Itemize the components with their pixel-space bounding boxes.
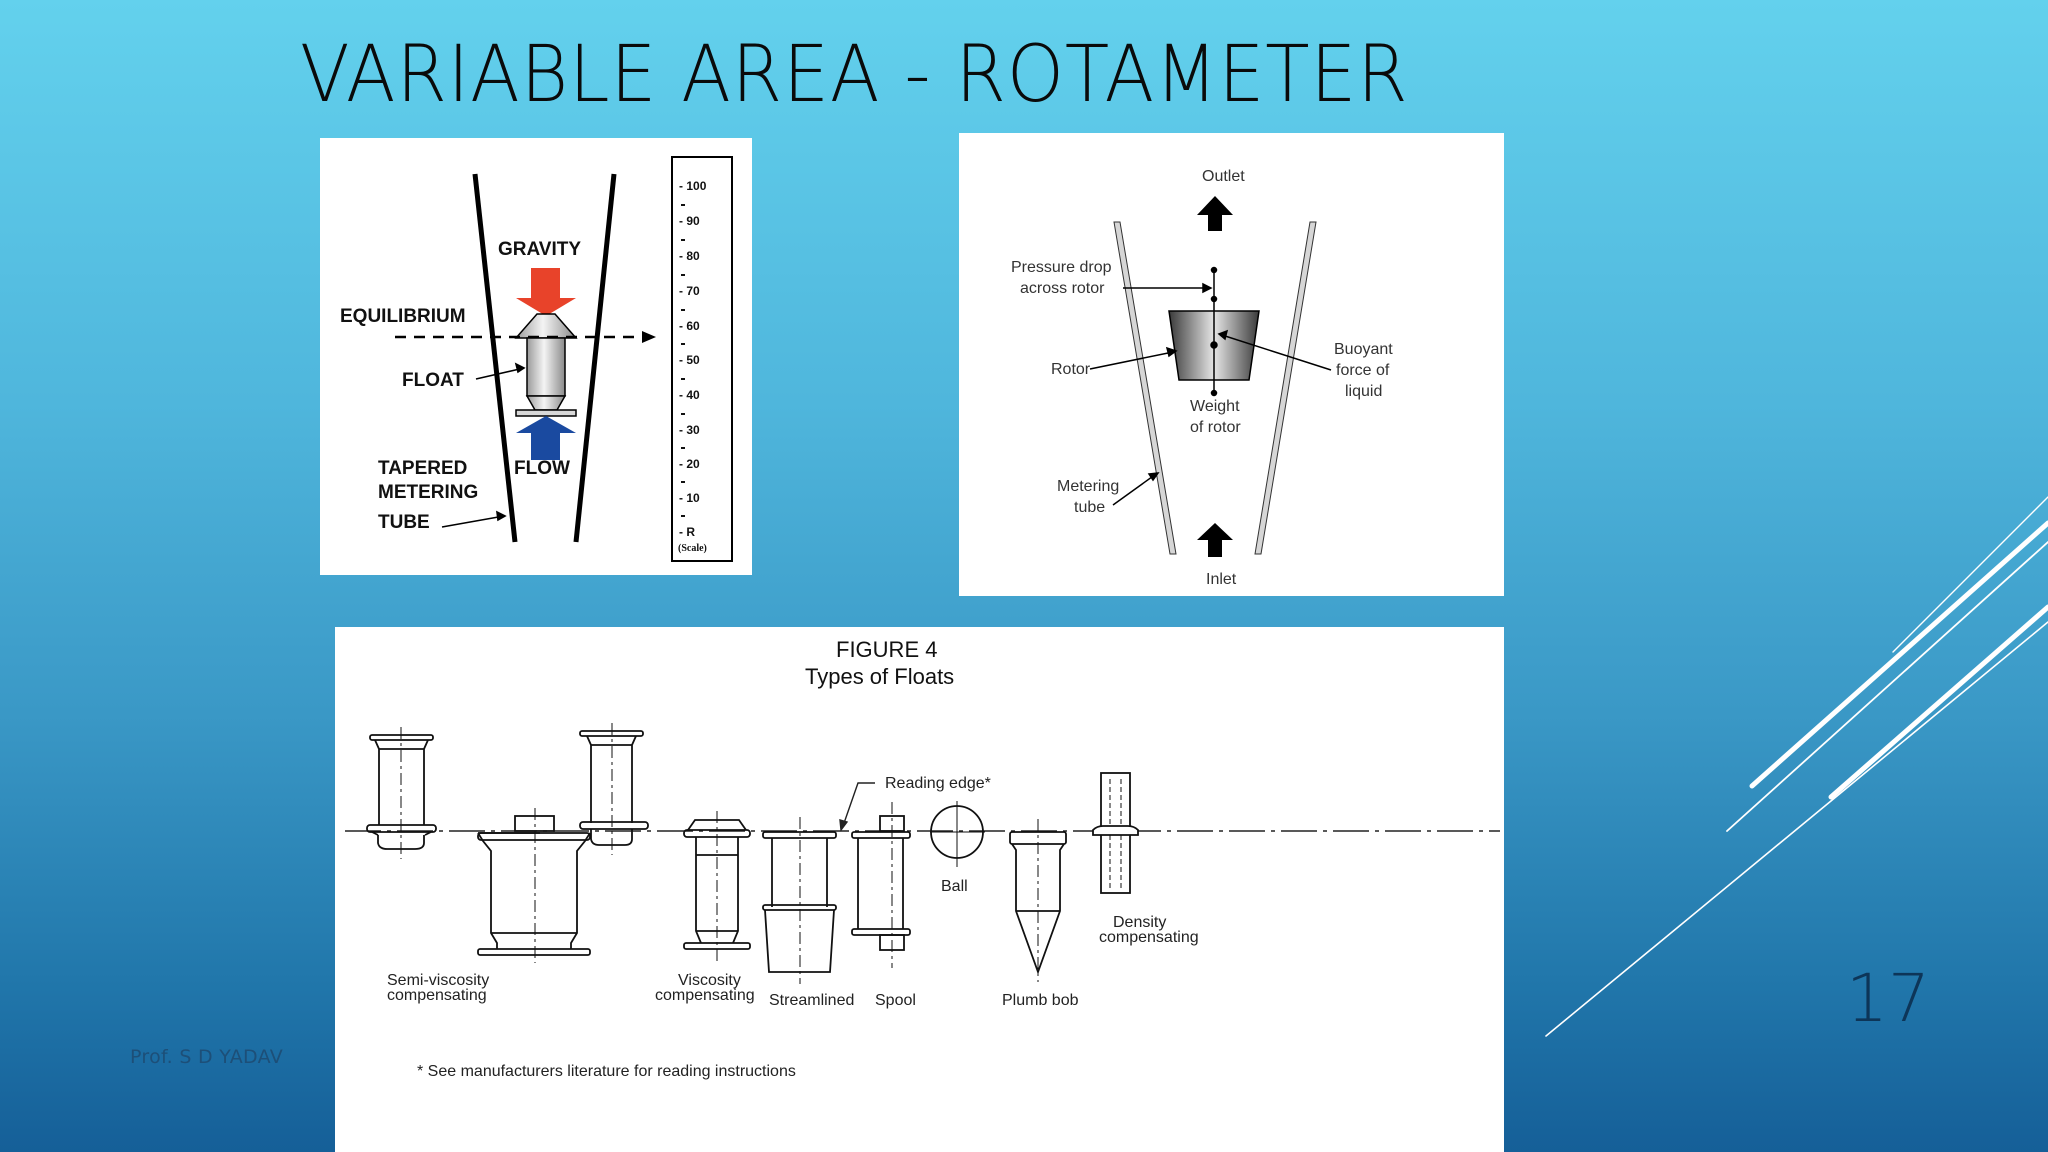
tube-label: TUBE	[378, 512, 430, 533]
svg-text:liquid: liquid	[1345, 383, 1382, 400]
svg-text:across rotor: across rotor	[1020, 280, 1105, 297]
rotor-label: Rotor	[1051, 361, 1091, 378]
streamlined-float-icon	[762, 817, 837, 984]
gravity-label: GRAVITY	[498, 239, 581, 260]
slide-title: VARIABLE AREA - ROTAMETER	[300, 30, 1409, 120]
slide-number: 17	[1846, 960, 1930, 1037]
svg-text:- 60: - 60	[679, 319, 700, 333]
svg-text:tube: tube	[1074, 499, 1105, 516]
svg-text:- R: - R	[679, 525, 695, 539]
metering-tube-label: Metering	[1057, 478, 1119, 495]
svg-text:compensating: compensating	[1099, 929, 1199, 946]
float-types-figure: FIGURE 4 Types of Floats Reading edge*	[335, 627, 1504, 1152]
inlet-arrow-icon	[1197, 523, 1233, 557]
float-label-streamlined: Streamlined	[769, 992, 854, 1009]
float-label-ball: Ball	[941, 878, 968, 895]
semi-viscosity-float-icon	[366, 727, 591, 963]
svg-text:- 70: - 70	[679, 284, 700, 298]
svg-text:- 100: - 100	[679, 179, 707, 193]
metering-tube-icon	[1113, 221, 1317, 555]
float-label-density: Density	[1113, 914, 1166, 931]
ball-float-icon	[930, 801, 985, 867]
viscosity-float-icon	[579, 723, 751, 963]
svg-text:- 20: - 20	[679, 457, 700, 471]
float-label: FLOAT	[402, 370, 464, 391]
float-icon	[514, 313, 578, 417]
svg-text:compensating: compensating	[387, 987, 487, 1004]
svg-text:- 40: - 40	[679, 388, 700, 402]
svg-text:compensating: compensating	[655, 987, 755, 1004]
svg-text:- 90: - 90	[679, 214, 700, 228]
density-compensating-float-icon	[1092, 772, 1139, 894]
tapered-tube-icon	[472, 173, 617, 543]
figure-title: Types of Floats	[805, 664, 954, 689]
svg-text:- 10: - 10	[679, 491, 700, 505]
presenter-footer: Prof. S D YADAV	[130, 1046, 284, 1068]
pressure-drop-label: Pressure drop	[1011, 259, 1112, 276]
metering-label: METERING	[378, 482, 478, 503]
graduated-scale: - 100 - 90 - 80 - 70 - 60 - 50 - 40 - 30…	[671, 156, 733, 562]
reading-edge-pointer	[839, 782, 875, 832]
equilibrium-line	[395, 331, 656, 343]
svg-text:- 50: - 50	[679, 353, 700, 367]
svg-text:force of: force of	[1336, 362, 1390, 379]
flow-arrow-icon	[516, 416, 576, 460]
outlet-label: Outlet	[1202, 168, 1245, 185]
figure-number: FIGURE 4	[836, 637, 937, 662]
float-label-plumb-bob: Plumb bob	[1002, 992, 1079, 1009]
tapered-label: TAPERED	[378, 458, 467, 479]
reading-edge-label: Reading edge*	[885, 775, 991, 792]
gravity-arrow-icon	[516, 268, 576, 316]
weight-label: Weight	[1190, 398, 1240, 415]
svg-text:- 80: - 80	[679, 249, 700, 263]
footnote: * See manufacturers literature for readi…	[417, 1063, 796, 1080]
buoyant-force-label: Buoyant	[1334, 341, 1393, 358]
svg-text:- 30: - 30	[679, 423, 700, 437]
float-label-spool: Spool	[875, 992, 916, 1009]
spool-float-icon	[851, 802, 911, 968]
inlet-label: Inlet	[1206, 571, 1237, 588]
equilibrium-label: EQUILIBRIUM	[340, 306, 466, 327]
svg-text:of rotor: of rotor	[1190, 419, 1241, 436]
outlet-arrow-icon	[1197, 196, 1233, 231]
flow-label: FLOW	[514, 458, 570, 479]
svg-text:(Scale): (Scale)	[678, 543, 707, 554]
float-label-viscosity: Viscosity	[678, 972, 741, 989]
rotameter-principle-diagram: GRAVITY EQUILIBRIUM FLOAT TAPERED METERI…	[320, 138, 752, 575]
float-label-semi-viscosity: Semi-viscosity	[387, 972, 489, 989]
rotor-forces-diagram: Outlet Inlet Pressure drop across rotor …	[959, 133, 1504, 596]
force-vectors	[1089, 266, 1332, 506]
plumb-bob-float-icon	[1009, 819, 1067, 982]
